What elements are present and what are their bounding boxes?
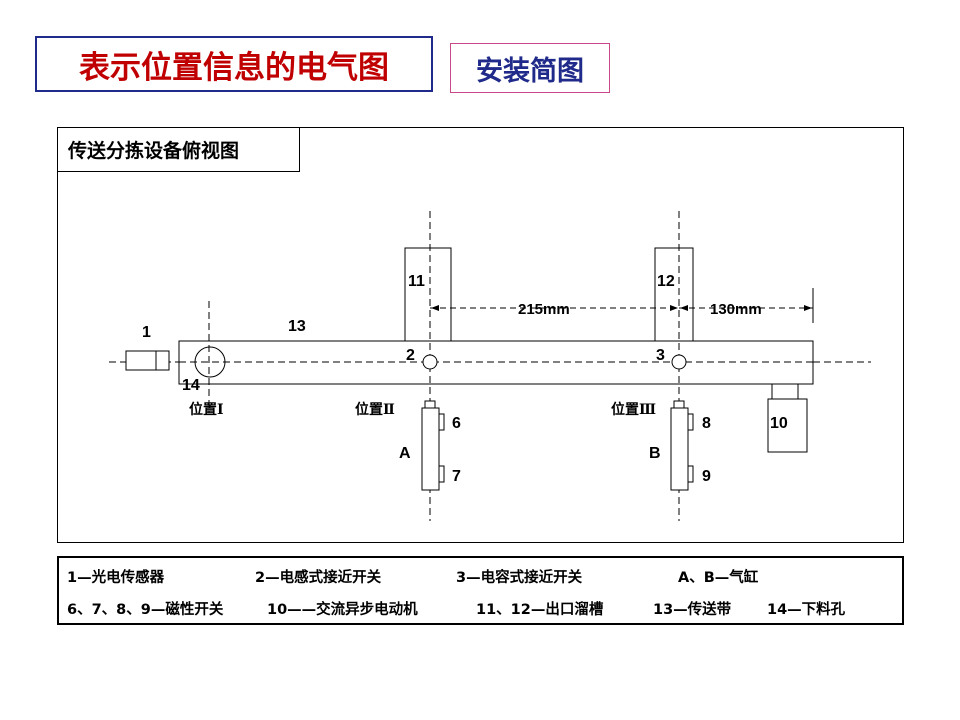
- subtitle-box: 安装简图: [450, 43, 610, 93]
- conveyor-belt: [178, 340, 814, 385]
- capacitive-sensor: [671, 354, 687, 370]
- magnetic-switch-9: [687, 465, 694, 483]
- dimension-130-arrow-left: [680, 305, 688, 311]
- motor: [767, 398, 808, 453]
- label-3: 3: [656, 347, 665, 364]
- diagram-frame: 传送分拣设备俯视图: [57, 127, 904, 543]
- title-box: 表示位置信息的电气图: [35, 36, 433, 92]
- magnetic-switch-7: [438, 465, 445, 483]
- label-11: 11: [408, 273, 425, 290]
- legend-item: 13—传送带: [653, 602, 732, 618]
- label-6: 6: [452, 415, 461, 432]
- dimension-130-arrow-right: [804, 305, 812, 311]
- feed-hole: [194, 346, 226, 378]
- chute-11: [404, 247, 452, 342]
- label-10: 10: [770, 415, 788, 432]
- cylinder-a: [421, 407, 440, 491]
- label-12: 12: [657, 273, 675, 290]
- dimension-215-text: 215mm: [518, 301, 570, 318]
- legend-box: 1—光电传感器 2—电感式接近开关 3—电容式接近开关 A、B—气缸 6、7、8…: [57, 556, 904, 625]
- diagram-label: 传送分拣设备俯视图: [58, 128, 300, 172]
- label-13: 13: [288, 318, 306, 335]
- legend-item: 14—下料孔: [767, 602, 846, 618]
- legend-item: 6、7、8、9—磁性开关: [67, 602, 224, 618]
- photo-sensor: [125, 350, 170, 371]
- label-1: 1: [142, 324, 151, 341]
- dimension-130-text: 130mm: [710, 301, 762, 318]
- legend-item: 10——交流异步电动机: [267, 602, 418, 618]
- dimension-215-arrow-right: [670, 305, 678, 311]
- page-title: 表示位置信息的电气图: [79, 49, 389, 86]
- chute-12: [654, 247, 694, 342]
- conveyor-drawing: 1 13 14 11 12 2 3 6 7 8 9 10 A B 215mm 1…: [109, 211, 871, 521]
- label-14: 14: [182, 377, 200, 394]
- cylinder-b: [670, 407, 689, 491]
- legend-item: 11、12—出口溜槽: [476, 602, 604, 618]
- legend-item: 1—光电传感器: [67, 570, 165, 586]
- label-9: 9: [702, 468, 711, 485]
- position-1-label: 位置Ⅰ: [189, 401, 224, 418]
- label-7: 7: [452, 468, 461, 485]
- magnetic-switch-6: [438, 413, 445, 431]
- motor-shaft: [771, 383, 799, 400]
- legend-item: A、B—气缸: [678, 570, 759, 586]
- label-cylinder-a: A: [399, 445, 411, 462]
- page-subtitle: 安装简图: [476, 55, 584, 87]
- dimension-215-arrow-left: [431, 305, 439, 311]
- position-3-label: 位置Ⅲ: [611, 401, 656, 418]
- label-2: 2: [406, 347, 415, 364]
- label-cylinder-b: B: [649, 445, 661, 462]
- label-8: 8: [702, 415, 711, 432]
- legend-item: 3—电容式接近开关: [456, 570, 583, 586]
- position-2-label: 位置Ⅱ: [355, 401, 395, 418]
- magnetic-switch-8: [687, 413, 694, 431]
- legend-item: 2—电感式接近开关: [255, 570, 382, 586]
- inductive-sensor: [422, 354, 438, 370]
